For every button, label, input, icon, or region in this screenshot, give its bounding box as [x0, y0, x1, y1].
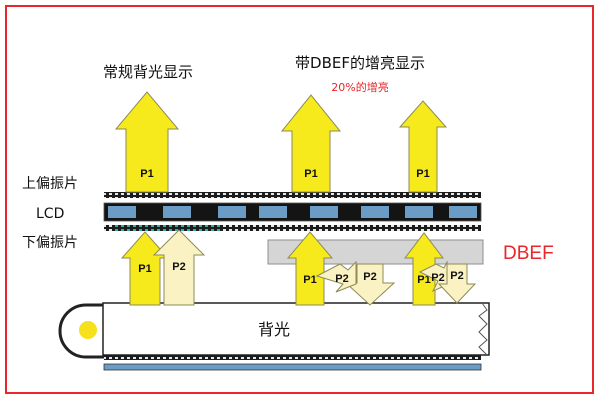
upper-polarizer-label: 上偏振片 [22, 176, 78, 192]
p2-label: P2 [335, 273, 348, 285]
backlight-label: 背光 [258, 320, 290, 339]
lower-polarizer-label: 下偏振片 [22, 235, 78, 251]
dbef-p1-lower-arrow-right: P1 [403, 232, 445, 306]
dbef-label: DBEF [503, 243, 554, 264]
conventional-p2-arrow: P2 [152, 229, 206, 306]
lcd-panel [103, 202, 482, 222]
conventional-title: 常规背光显示 [103, 63, 193, 81]
conventional-p1-lower-arrow: P1 [120, 231, 170, 306]
p2-label: P2 [431, 272, 444, 284]
upper-polarizer [104, 192, 481, 198]
dbef-p1-lower-arrow-left: P1 [286, 231, 334, 306]
lamp-icon [79, 321, 97, 339]
p2-label: P2 [450, 270, 463, 282]
dbef-p1-upper-arrow-right: P1 [398, 100, 448, 193]
p1-label: P1 [416, 168, 429, 180]
backlight-unit [58, 302, 490, 371]
p1-label: P1 [138, 263, 151, 275]
p2-label: P2 [172, 261, 185, 273]
lcd-label: LCD [36, 206, 64, 222]
dbef-p2-diag-arrow-left: P2 [315, 260, 357, 293]
p1-label: P1 [140, 168, 153, 180]
p1-label: P1 [303, 274, 316, 286]
conventional-p1-upper-arrow: P1 [114, 91, 180, 193]
outer-frame [5, 5, 594, 394]
p2-label: P2 [363, 271, 376, 283]
dbef-p1-upper-arrow-left: P1 [280, 94, 342, 193]
p1-label: P1 [417, 274, 430, 286]
dbef-p2-reflected-arrow-right: P2 [437, 263, 477, 304]
dbef-display-title: 带DBEF的增亮显示 [295, 54, 425, 72]
lower-polarizer [104, 225, 481, 231]
gain-label: 20%的增亮 [331, 80, 388, 94]
p1-label: P1 [304, 168, 317, 180]
